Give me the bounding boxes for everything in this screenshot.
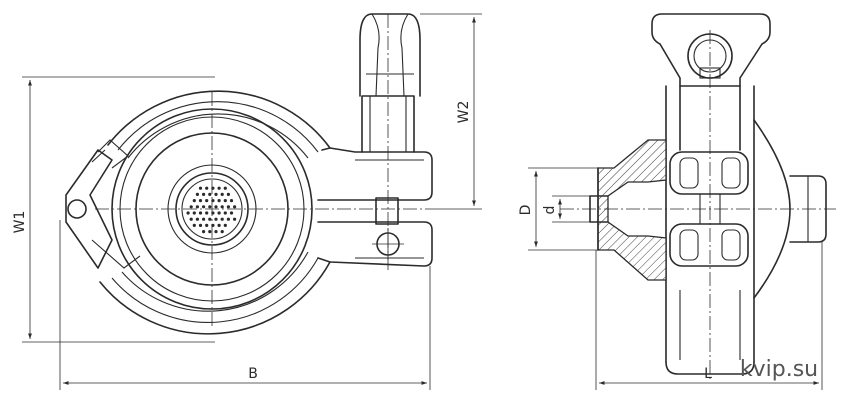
perforation-hole xyxy=(229,199,234,203)
perforation-hole xyxy=(214,230,218,234)
perforation-hole xyxy=(217,223,221,227)
d-outer-label: D xyxy=(518,205,534,216)
perforation-hole xyxy=(217,199,221,203)
left-pipe-stub xyxy=(589,167,609,251)
perforation-hole xyxy=(217,186,221,190)
perforation-hole xyxy=(214,192,218,196)
latch-nut xyxy=(375,197,399,225)
perforation-hole xyxy=(205,186,209,190)
perforation-hole xyxy=(226,217,230,221)
perforation-hole xyxy=(198,186,203,190)
perforation-hole xyxy=(226,205,230,209)
d-inner-label: d xyxy=(542,206,558,215)
ferrule-section xyxy=(597,139,667,281)
perforation-hole xyxy=(192,223,196,227)
perforation-hole xyxy=(198,199,203,203)
latch-arm-lower xyxy=(317,221,433,267)
clamp-side-body xyxy=(679,85,741,151)
perforation-hole xyxy=(220,217,224,221)
b-label: B xyxy=(248,366,258,382)
perforation-hole xyxy=(220,205,224,209)
clamp-outer-ring xyxy=(107,90,331,149)
w1-label: W1 xyxy=(12,211,28,234)
perforation-hole xyxy=(208,230,212,234)
perforation-hole xyxy=(198,211,203,215)
perforation-hole xyxy=(226,192,230,196)
inner-link-lower xyxy=(669,223,749,267)
perforation-hole xyxy=(205,223,209,227)
perforation-hole xyxy=(223,223,227,227)
perforation-hole xyxy=(229,211,234,215)
orifice-ring xyxy=(175,172,249,246)
dimension-lines xyxy=(22,13,823,390)
side-view xyxy=(560,13,836,380)
wing-handle xyxy=(651,13,771,87)
watermark: kvip.su xyxy=(740,357,818,382)
perforation-hole xyxy=(233,217,237,221)
perforation-hole xyxy=(217,211,221,215)
perforation-hole xyxy=(214,205,218,209)
perforation-hole xyxy=(186,211,190,215)
perforation-hole xyxy=(208,217,212,221)
perforation-hole xyxy=(208,192,212,196)
clamp-outer-ring-lower xyxy=(99,261,331,335)
hinge-body xyxy=(65,149,113,269)
wing-nut-stem xyxy=(361,95,415,153)
perforated-disc xyxy=(186,186,237,234)
perforation-hole xyxy=(189,205,193,209)
w2-label: W2 xyxy=(456,101,472,124)
perforation-hole xyxy=(208,205,212,209)
perforation-hole xyxy=(195,192,199,196)
perforation-hole xyxy=(205,211,209,215)
perforation-hole xyxy=(223,211,227,215)
perforation-hole xyxy=(202,192,206,196)
inner-link-upper xyxy=(669,151,749,195)
perforation-hole xyxy=(198,223,203,227)
perforation-hole xyxy=(214,217,218,221)
perforation-hole xyxy=(189,217,193,221)
perforation-hole xyxy=(202,205,206,209)
perforation-hole xyxy=(202,217,206,221)
latch-arm-upper xyxy=(317,147,433,201)
perforation-hole xyxy=(220,230,224,234)
l-label: L xyxy=(704,366,712,382)
perforation-hole xyxy=(202,230,206,234)
perforation-hole xyxy=(192,211,196,215)
perforation-hole xyxy=(211,199,215,203)
perforation-hole xyxy=(223,186,227,190)
perforation-hole xyxy=(223,199,227,203)
perforation-hole xyxy=(195,217,199,221)
perforation-hole xyxy=(195,205,199,209)
perforation-hole xyxy=(192,199,196,203)
wing-nut-head xyxy=(359,13,421,97)
perforation-hole xyxy=(220,192,224,196)
front-view xyxy=(65,13,433,335)
hinge-pin xyxy=(67,199,87,219)
perforation-hole xyxy=(233,205,237,209)
perforation-hole xyxy=(205,199,209,203)
